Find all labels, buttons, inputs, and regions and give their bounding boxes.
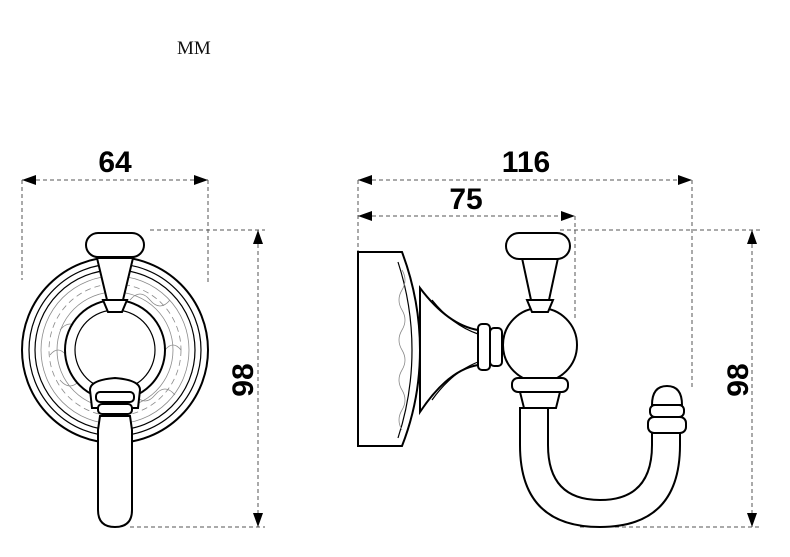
side-top-knob (505, 232, 571, 313)
front-rosette-plate (21, 256, 209, 444)
side-flared-neck (419, 285, 503, 416)
front-width-dimension: 64 (21, 146, 209, 285)
side-hook-tip (647, 384, 687, 434)
side-central-ball (502, 307, 578, 383)
side-hook-depth-label: 75 (449, 183, 482, 216)
side-hook-depth-dimension: 75 (358, 183, 576, 320)
units-label: MM (177, 38, 211, 59)
side-wall-plate (357, 251, 422, 447)
front-hook-arm (88, 376, 142, 529)
front-height-label: 98 (227, 363, 260, 396)
side-height-label: 98 (722, 363, 755, 396)
front-width-label: 64 (98, 146, 132, 179)
side-hook (511, 377, 681, 529)
side-depth-label: 116 (502, 146, 550, 179)
side-view: 116 75 98 (357, 146, 760, 529)
front-height-dimension: 98 (130, 229, 265, 528)
front-top-knob (85, 232, 145, 313)
side-height-dimension: 98 (560, 229, 760, 528)
front-view: 64 98 (21, 146, 265, 529)
